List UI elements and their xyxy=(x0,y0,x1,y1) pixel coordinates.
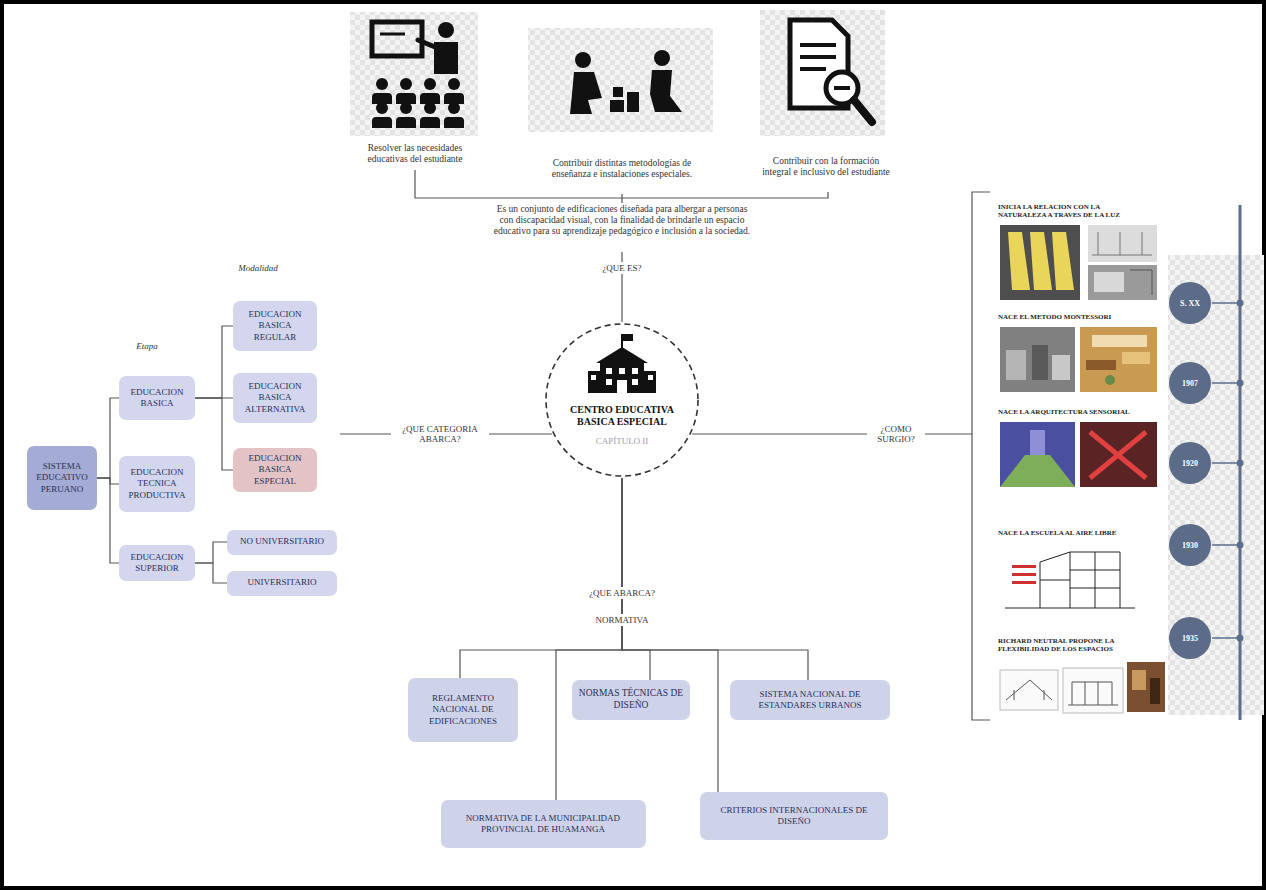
norm-box: NORMAS TÉCNICAS DE DISEÑO xyxy=(572,680,690,720)
leader-lines xyxy=(340,170,990,720)
norm-box: NORMATIVA DE LA MUNICIPALIDAD PROVINCIAL… xyxy=(441,800,646,848)
question-label: ¿QUE CATEGORIA ABARCA? xyxy=(391,423,489,446)
circle-shape xyxy=(1169,282,1211,324)
question-label: ¿QUE ABARCA? xyxy=(586,587,658,599)
box-text: EDUCACION BASICA ESPECIAL xyxy=(238,453,312,487)
box-text: REGLAMENTO NACIONAL DE EDIFICACIONES xyxy=(413,693,513,727)
year-text: 1930 xyxy=(1182,541,1198,550)
circle-shape xyxy=(1169,617,1211,659)
box-text: CRITERIOS INTERNACIONALES DE DISEÑO xyxy=(705,805,883,828)
modality-box: EDUCACION BASICA ALTERNATIVA xyxy=(233,373,317,423)
year-circle: 1920 xyxy=(1168,441,1212,485)
connector-line xyxy=(97,478,119,484)
year-text: 1935 xyxy=(1182,634,1198,643)
timeline-heading: INICIA LA RELACION CON LA NATURALEZA A T… xyxy=(998,203,1138,219)
box-text: SISTEMA EDUCATIVO PERUANO xyxy=(32,461,92,495)
box-text: EDUCACION TECNICA PRODUCTIVA xyxy=(124,467,190,501)
circle-shape xyxy=(546,324,698,476)
definition-text: Es un conjunto de edificaciones diseñada… xyxy=(493,204,751,237)
box-text: EDUCACION BASICA REGULAR xyxy=(238,309,312,343)
norm-box: SISTEMA NACIONAL DE ESTANDARES URBANOS xyxy=(730,680,890,720)
timeline-heading: RICHARD NEUTRAL PROPONE LA FLEXIBILIDAD … xyxy=(998,637,1148,653)
year-text: 1920 xyxy=(1182,459,1198,468)
connector-line xyxy=(97,478,119,563)
level-box: UNIVERSITARIO xyxy=(227,571,337,596)
highlighted-modality-box: EDUCACION BASICA ESPECIAL xyxy=(233,448,317,492)
hub-circle: CENTRO EDUCATIVA BASICA ESPECIAL CAPÍTULO… xyxy=(544,322,700,478)
connector-line xyxy=(622,478,718,792)
connector-line xyxy=(195,542,227,563)
chapter-label: CAPÍTULO II xyxy=(596,436,649,446)
goal-caption: Contribuir distintas metodologías de ens… xyxy=(542,158,702,180)
school-icon xyxy=(588,334,656,393)
section-heading: NORMATIVA xyxy=(593,614,652,626)
children-playing-icon xyxy=(528,28,713,132)
question-label: ¿QUE ES? xyxy=(599,262,644,274)
stage-box: EDUCACION SUPERIOR xyxy=(119,545,195,581)
timeline-heading: NACE LA ESCUELA AL AIRE LIBRE xyxy=(998,529,1116,537)
box-text: UNIVERSITARIO xyxy=(248,577,317,588)
year-circle: S. XX xyxy=(1168,281,1212,325)
box-text: SISTEMA NACIONAL DE ESTANDARES URBANOS xyxy=(735,689,885,712)
year-circle: 1930 xyxy=(1168,523,1212,567)
goal-caption: Contribuir con la formación integral e i… xyxy=(761,156,891,178)
box-text: EDUCACION BASICA xyxy=(124,387,190,410)
column-heading: Etapa xyxy=(136,341,158,351)
year-circle: 1907 xyxy=(1168,361,1212,405)
column-heading: Modalidad xyxy=(238,263,278,273)
question-label: ¿COMO SURGIO? xyxy=(867,423,925,446)
year-text: 1907 xyxy=(1182,379,1198,388)
connector-line xyxy=(195,563,227,583)
modality-box: EDUCACION BASICA REGULAR xyxy=(233,301,317,351)
norm-box: CRITERIOS INTERNACIONALES DE DISEÑO xyxy=(700,792,888,840)
timeline-heading: NACE LA ARQUITECTURA SENSORIAL xyxy=(998,408,1130,416)
connector-line xyxy=(195,398,233,470)
connector-line xyxy=(195,326,233,398)
circle-shape xyxy=(1169,442,1211,484)
box-text: NORMAS TÉCNICAS DE DISEÑO xyxy=(577,688,685,712)
stage-box: EDUCACION BASICA xyxy=(119,376,195,420)
year-circle: 1935 xyxy=(1168,616,1212,660)
document-search-icon xyxy=(760,10,885,136)
dashed-circle-outline xyxy=(544,322,700,478)
connector-line xyxy=(556,478,622,800)
year-text: S. XX xyxy=(1180,299,1200,308)
box-text: EDUCACION BASICA ALTERNATIVA xyxy=(238,381,312,415)
level-box: NO UNIVERSITARIO xyxy=(227,530,337,555)
connector-line xyxy=(97,398,119,478)
root-box: SISTEMA EDUCATIVO PERUANO xyxy=(27,446,97,510)
goal-caption: Resolver las necesidades educativas del … xyxy=(353,143,478,165)
circle-shape xyxy=(1169,362,1211,404)
circle-shape xyxy=(1169,524,1211,566)
timeline xyxy=(1168,205,1264,720)
box-text: NO UNIVERSITARIO xyxy=(240,536,324,547)
box-text: NORMATIVA DE LA MUNICIPALIDAD PROVINCIAL… xyxy=(446,813,641,836)
connector-line xyxy=(460,478,622,678)
teacher-icon xyxy=(350,12,478,136)
norm-box: REGLAMENTO NACIONAL DE EDIFICACIONES xyxy=(408,678,518,742)
timeline-heading: NACE EL METODO MONTESSORI xyxy=(998,313,1111,321)
stage-box: EDUCACION TECNICA PRODUCTIVA xyxy=(119,456,195,512)
hub-title: CENTRO EDUCATIVA BASICA ESPECIAL xyxy=(562,404,682,428)
box-text: EDUCACION SUPERIOR xyxy=(124,552,190,575)
